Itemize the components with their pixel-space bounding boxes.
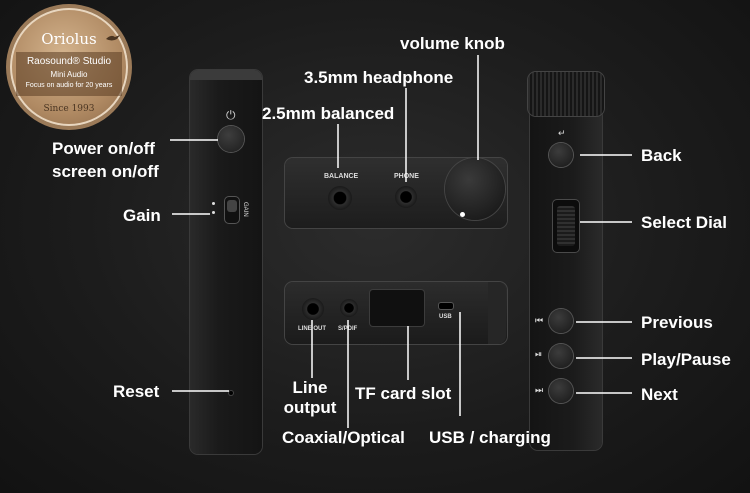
side-top-cap <box>190 70 262 80</box>
power-icon: ⏻ <box>226 108 236 122</box>
volume-wheel-top[interactable] <box>528 72 604 116</box>
usb-port[interactable] <box>439 303 453 309</box>
badge-tagline: Focus on audio for 20 years <box>25 82 113 89</box>
reset-pinhole[interactable] <box>229 391 233 395</box>
line-out-label: LINE OUT <box>298 326 326 332</box>
spdif-label: S/PDIF <box>338 326 358 332</box>
next-track-icon: ⏭ <box>535 385 544 395</box>
select-dial-ridges <box>557 206 575 246</box>
select-dial[interactable] <box>553 200 579 252</box>
usb-label: USB <box>439 314 452 320</box>
volume-knob-indicator <box>460 212 465 217</box>
gain-switch[interactable] <box>225 197 239 223</box>
headphone-jack[interactable] <box>395 186 417 208</box>
label-tf-card: TF card slot <box>355 384 452 403</box>
label-back: Back <box>641 146 682 165</box>
badge-studio: Raosound® Studio <box>26 56 112 67</box>
next-button[interactable] <box>549 379 573 403</box>
label-power-line1: Power on/off <box>52 139 155 158</box>
bird-icon <box>106 35 120 41</box>
label-line-output-line1: Line <box>292 378 328 397</box>
previous-track-icon: ⏮ <box>535 315 544 325</box>
line-out-jack[interactable] <box>302 298 324 320</box>
label-select-dial: Select Dial <box>641 213 727 232</box>
balanced-jack[interactable] <box>328 186 352 210</box>
label-line-output-line2: output <box>283 397 337 417</box>
label-next: Next <box>641 385 678 404</box>
power-button[interactable] <box>218 126 244 152</box>
spdif-jack[interactable] <box>340 299 358 317</box>
label-headphone-35: 3.5mm headphone <box>304 68 454 87</box>
label-coaxial: Coaxial/Optical <box>282 428 405 447</box>
label-balanced-25: 2.5mm balanced <box>262 104 395 123</box>
label-reset: Reset <box>113 382 160 401</box>
volume-knob[interactable] <box>445 158 505 220</box>
label-usb-charging: USB / charging <box>429 428 551 447</box>
bottom-panel-end <box>488 282 506 344</box>
brand-badge: Oriolus Raosound® Studio Mini Audio Focu… <box>10 8 128 126</box>
previous-button[interactable] <box>549 309 573 333</box>
badge-mini: Mini Audio <box>50 70 88 79</box>
label-previous: Previous <box>641 313 713 332</box>
label-volume-knob: volume knob <box>400 34 505 53</box>
badge-band <box>16 52 122 96</box>
back-arrow-icon: ↵ <box>558 128 566 138</box>
play-pause-icon: ⏯ <box>535 349 543 359</box>
back-button[interactable] <box>549 143 573 167</box>
phone-port-label: PHONE <box>394 173 419 180</box>
badge-brand: Oriolus <box>41 30 97 48</box>
gain-switch-knob <box>227 200 237 212</box>
label-line-output: Line output <box>280 378 340 417</box>
label-play-pause: Play/Pause <box>641 350 731 369</box>
balance-port-label: BALANCE <box>324 173 359 180</box>
badge-since: Since 1993 <box>43 104 95 114</box>
tf-card-slot[interactable] <box>370 290 424 326</box>
play-pause-button[interactable] <box>549 344 573 368</box>
label-gain: Gain <box>123 206 161 225</box>
gain-dot-high <box>212 202 215 205</box>
gain-side-text: GAIN <box>242 202 248 217</box>
label-power-line2: screen on/off <box>52 162 159 181</box>
gain-dot-low <box>212 211 215 214</box>
